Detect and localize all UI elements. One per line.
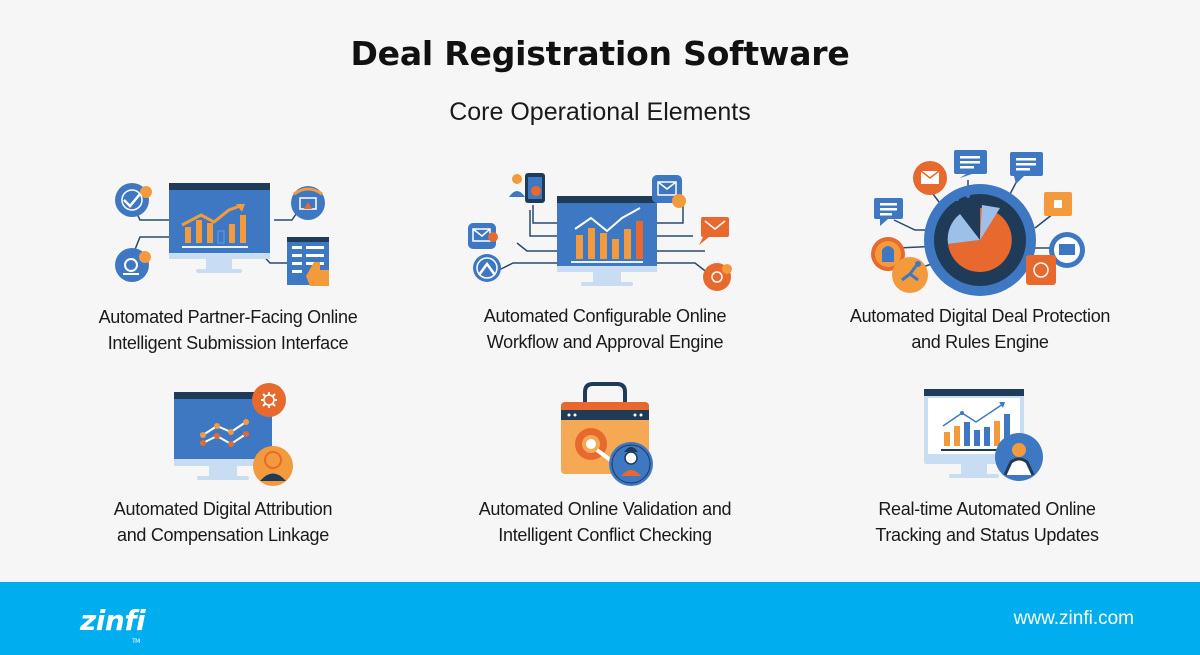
card-label-line2: and Rules Engine <box>911 332 1049 352</box>
card-label: Real-time Automated Online Tracking and … <box>837 496 1137 548</box>
card-label-line2: Intelligent Submission Interface <box>107 333 349 353</box>
card-label-line1: Real-time Automated Online <box>878 499 1096 519</box>
monitor-workflow-icon <box>468 173 732 291</box>
card-label-line1: Automated Digital Deal Protection <box>849 306 1111 326</box>
page-title: Deal Registration Software <box>350 34 850 73</box>
card-label: Automated Digital Attribution and Compen… <box>73 496 373 548</box>
card-workflow-engine: Automated Configurable Online Workflow a… <box>455 165 755 360</box>
card-label: Automated Configurable Online Workflow a… <box>455 303 755 355</box>
website-link[interactable]: www.zinfi.com <box>1013 608 1134 629</box>
logo-text: zinfi <box>80 604 146 637</box>
zinfi-logo[interactable]: zinfi TM <box>80 604 146 645</box>
card-label: Automated Online Validation and Intellig… <box>455 496 755 548</box>
footer-bar: zinfi TM www.zinfi.com <box>0 582 1200 655</box>
page-subtitle: Core Operational Elements <box>449 98 751 126</box>
card-label-line1: Automated Configurable Online <box>483 306 727 326</box>
card-label-line2: Workflow and Approval Engine <box>486 332 724 352</box>
briefcase-search-user-icon <box>561 382 653 486</box>
monitor-bar-chart-user-icon <box>924 389 1043 481</box>
card-attribution-linkage: Automated Digital Attribution and Compen… <box>73 380 373 550</box>
card-label-line2: and Compensation Linkage <box>117 525 329 545</box>
card-label-line1: Automated Partner-Facing Online <box>98 307 358 327</box>
trademark-mark: TM <box>132 638 140 645</box>
card-realtime-tracking: Real-time Automated Online Tracking and … <box>837 380 1137 550</box>
card-label: Automated Digital Deal Protection and Ru… <box>830 303 1130 355</box>
pie-chart-hub-icon <box>871 150 1085 296</box>
card-label: Automated Partner-Facing Online Intellig… <box>78 304 378 356</box>
card-validation-conflict: Automated Online Validation and Intellig… <box>455 380 755 550</box>
card-label-line2: Tracking and Status Updates <box>875 525 1099 545</box>
card-label-line1: Automated Digital Attribution <box>113 499 333 519</box>
card-label-line1: Automated Online Validation and <box>478 499 732 519</box>
monitor-chart-network-icon <box>115 183 329 286</box>
card-label-line2: Intelligent Conflict Checking <box>498 525 712 545</box>
monitor-line-chart-user-icon <box>174 383 293 486</box>
card-deal-protection: Automated Digital Deal Protection and Ru… <box>830 150 1130 360</box>
card-submission-interface: Automated Partner-Facing Online Intellig… <box>78 170 378 360</box>
